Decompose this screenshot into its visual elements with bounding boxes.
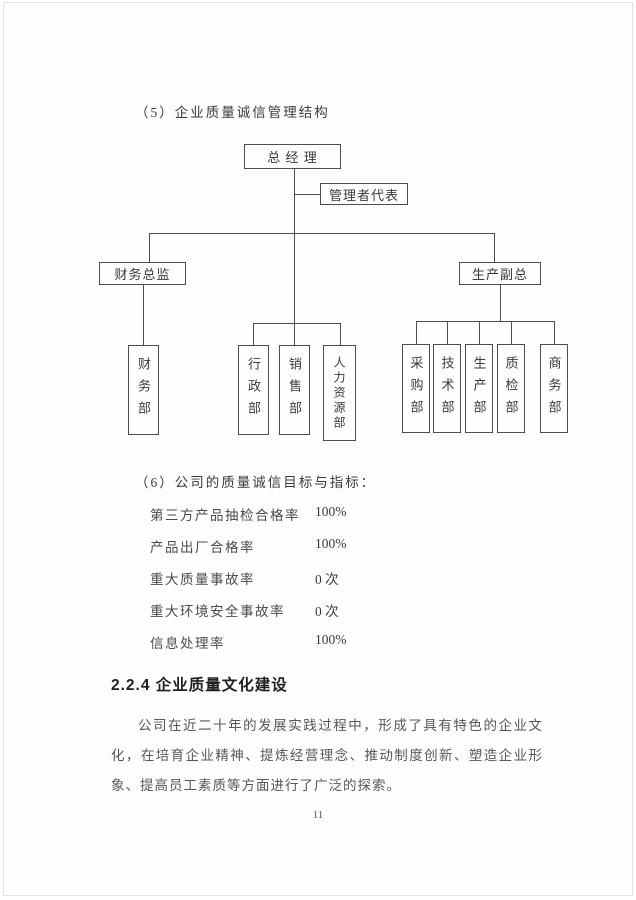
connector-line (294, 169, 295, 233)
org-box-label: 行政部 (246, 357, 261, 423)
page-number: 11 (312, 809, 324, 821)
org-box-label: 销售部 (287, 357, 302, 423)
connector-line (253, 323, 341, 324)
org-box-label: 质检部 (503, 355, 519, 422)
section5-heading: （5）企业质量诚信管理结构 (135, 105, 330, 120)
indicator-label: 产品出厂合格率 (150, 540, 255, 555)
org-box-commerce-dept: 商务部 (540, 344, 568, 433)
connector-line (149, 233, 495, 234)
indicator-row: 重大环境安全事故率 0 次 (4, 600, 632, 620)
indicator-value: 100% (315, 632, 347, 647)
document-page: （5）企业质量诚信管理结构 总 经 理 管理者代表 财务总监 生产副总 财务部 … (3, 2, 633, 896)
org-box-finance-dept: 财务部 (128, 345, 159, 435)
org-box-label: 财务部 (136, 357, 151, 423)
connector-line (149, 233, 150, 262)
indicator-row: 产品出厂合格率 100% (4, 536, 632, 556)
connector-line (416, 321, 555, 322)
connector-line (479, 321, 480, 344)
connector-line (294, 323, 295, 345)
org-box-label: 技术部 (439, 355, 455, 422)
org-box-general-manager: 总 经 理 (244, 144, 341, 169)
org-box-sales-dept: 销售部 (279, 345, 310, 435)
connector-line (143, 285, 144, 345)
org-box-hr-dept: 人力资源部 (323, 345, 356, 441)
indicator-value: 0 次 (315, 604, 339, 619)
org-box-finance-director: 财务总监 (99, 262, 186, 285)
org-box-label: 商务部 (546, 355, 562, 422)
org-box-management-rep: 管理者代表 (320, 183, 408, 205)
body-paragraph: 公司在近二十年的发展实践过程中，形成了具有特色的企业文化，在培育企业精神、提炼经… (111, 718, 543, 793)
indicator-row: 信息处理率 100% (4, 632, 632, 652)
connector-line (511, 321, 512, 344)
section6-heading: （6）公司的质量诚信目标与指标： (135, 475, 377, 490)
connector-line (340, 323, 341, 345)
connector-line (447, 321, 448, 344)
connector-line (554, 321, 555, 344)
indicator-value: 100% (315, 504, 347, 519)
indicator-label: 第三方产品抽检合格率 (150, 508, 300, 523)
org-box-purchasing-dept: 采购部 (402, 344, 430, 433)
org-box-label: 采购部 (408, 355, 424, 422)
connector-line (500, 285, 501, 321)
org-box-production-dept: 生产部 (465, 344, 493, 433)
indicator-label: 重大质量事故率 (150, 572, 255, 587)
indicator-row: 第三方产品抽检合格率 100% (4, 504, 632, 524)
indicator-label: 信息处理率 (150, 636, 225, 651)
connector-line (294, 233, 295, 323)
org-box-quality-inspection-dept: 质检部 (497, 344, 525, 433)
org-box-admin-dept: 行政部 (238, 345, 269, 435)
connector-line (494, 233, 495, 262)
connector-line (416, 321, 417, 344)
org-box-label: 生产部 (471, 355, 487, 422)
org-box-technical-dept: 技术部 (433, 344, 461, 433)
indicator-value: 0 次 (315, 572, 339, 587)
indicator-row: 重大质量事故率 0 次 (4, 568, 632, 588)
org-box-label: 人力资源部 (332, 355, 346, 431)
connector-line (294, 194, 320, 195)
section224-heading: 2.2.4 企业质量文化建设 (111, 677, 288, 694)
connector-line (253, 323, 254, 345)
indicator-value: 100% (315, 536, 347, 551)
org-box-production-vp: 生产副总 (459, 262, 541, 285)
indicator-label: 重大环境安全事故率 (150, 604, 285, 619)
